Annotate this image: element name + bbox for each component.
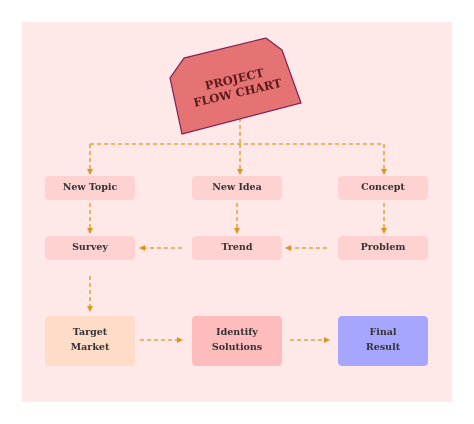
node-final-result: Final Result — [338, 316, 428, 366]
node-concept: Concept — [338, 176, 428, 200]
node-survey: Survey — [45, 236, 135, 260]
title-block: PROJECT FLOW CHART — [172, 46, 300, 126]
node-trend: Trend — [192, 236, 282, 260]
node-target-market: Target Market — [45, 316, 135, 366]
title-shape — [169, 37, 302, 135]
node-new-topic: New Topic — [45, 176, 135, 200]
diagram-title: PROJECT FLOW CHART — [192, 65, 284, 110]
node-new-idea: New Idea — [192, 176, 282, 200]
node-problem: Problem — [338, 236, 428, 260]
node-identify-solutions: Identify Solutions — [192, 316, 282, 366]
